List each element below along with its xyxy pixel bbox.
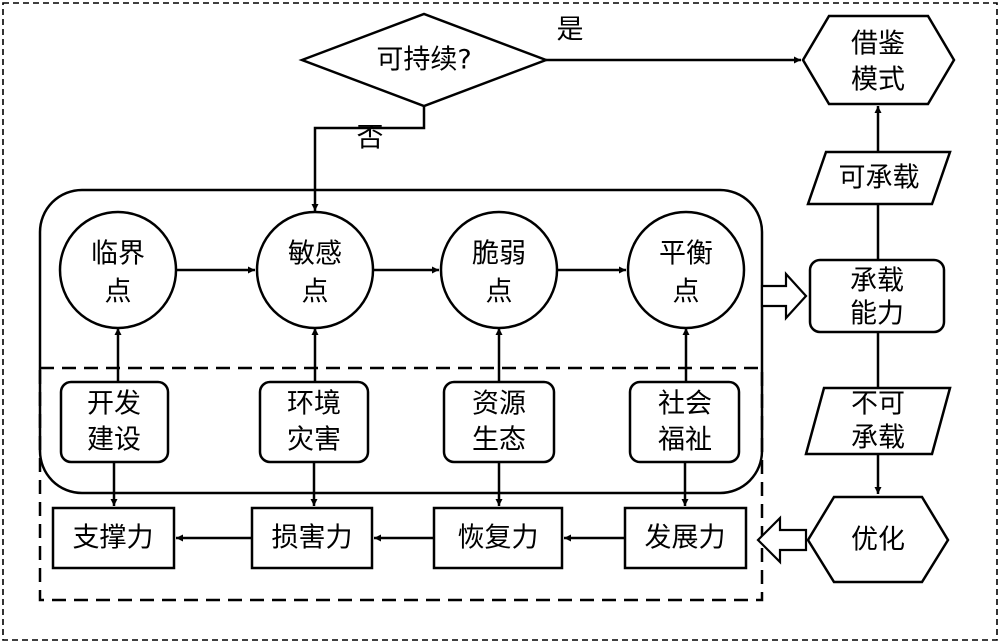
optimize-label: 优化 (851, 525, 905, 556)
capacity-box: 承载 能力 (808, 258, 946, 334)
force-recovery-label: 恢复力 (458, 523, 539, 554)
force-recovery: 恢复力 (432, 506, 564, 570)
point-sensitive-line2: 点 (302, 277, 329, 308)
points-container (38, 188, 764, 495)
point-critical-line2: 点 (105, 277, 132, 308)
factor-society-line1: 社会 (658, 389, 712, 420)
factor-development-line2: 建设 (87, 425, 141, 456)
factor-environment-line1: 环境 (287, 389, 341, 420)
point-sensitive-line1: 敏感 (288, 239, 342, 270)
point-balance-line2: 点 (673, 277, 700, 308)
point-fragile-line2: 点 (486, 277, 513, 308)
point-balance-line1: 平衡 (659, 239, 713, 270)
factor-society: 社会 福祉 (628, 380, 741, 464)
force-development: 发展力 (623, 506, 748, 570)
point-critical: 临界 点 (58, 210, 178, 330)
factor-resource-line1: 资源 (472, 389, 526, 420)
force-development-label: 发展力 (645, 523, 726, 554)
force-support-label: 支撑力 (73, 523, 154, 554)
point-sensitive: 敏感 点 (255, 210, 375, 330)
no-arrow (311, 106, 426, 211)
factor-resource-line2: 生态 (472, 425, 526, 456)
borrow-mode-line2: 模式 (851, 65, 905, 96)
hollow-arrow-to-capacity (760, 271, 808, 321)
forces-dashed-box (38, 366, 764, 602)
point-fragile: 脆弱 点 (439, 210, 559, 330)
capacity-line2: 能力 (850, 299, 904, 330)
capacity-line1: 承载 (850, 266, 904, 297)
factor-resource: 资源 生态 (442, 380, 556, 464)
factor-development-line1: 开发 (87, 389, 141, 420)
force-damage: 损害力 (250, 506, 374, 570)
factor-environment-line2: 灾害 (287, 425, 341, 456)
hollow-arrow-to-development (756, 515, 808, 565)
factor-society-line2: 福祉 (658, 425, 712, 456)
force-support: 支撑力 (51, 506, 176, 570)
point-balance: 平衡 点 (626, 210, 746, 330)
factor-environment: 环境 灾害 (258, 380, 370, 464)
unbearable-line2: 承载 (851, 423, 905, 454)
borrow-mode-hexagon: 借鉴 模式 (801, 14, 956, 106)
bearable-parallelogram: 可承载 (806, 150, 952, 206)
no-label: 否 (357, 123, 384, 154)
optimize-hexagon: 优化 (806, 495, 950, 584)
factor-development: 开发 建设 (59, 380, 170, 464)
borrow-mode-line1: 借鉴 (851, 29, 905, 60)
unbearable-parallelogram: 不可 承载 (804, 386, 952, 456)
point-fragile-line1: 脆弱 (472, 239, 526, 270)
unbearable-line1: 不可 (851, 389, 905, 420)
force-damage-label: 损害力 (272, 523, 353, 554)
bearable-label: 可承载 (839, 163, 920, 194)
decision-label: 可持续? (376, 45, 471, 76)
decision-diamond: 可持续? (298, 12, 550, 108)
yes-label: 是 (557, 15, 584, 46)
point-critical-line1: 临界 (91, 239, 145, 270)
